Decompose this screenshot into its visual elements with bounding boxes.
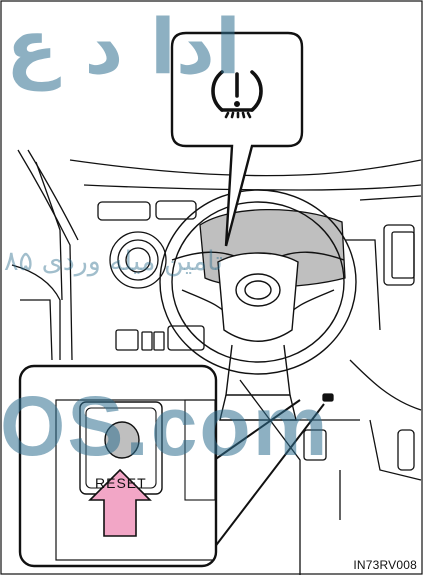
watermark-farsi: ادا د ع	[6, 2, 241, 91]
watermark-farsi-small: تامین میله‌ وردی ۸۵	[4, 246, 223, 277]
reset-label: RESET	[95, 475, 147, 491]
figure-code: IN73RV008	[353, 558, 417, 572]
watermark-latin: OS.com	[0, 378, 329, 475]
